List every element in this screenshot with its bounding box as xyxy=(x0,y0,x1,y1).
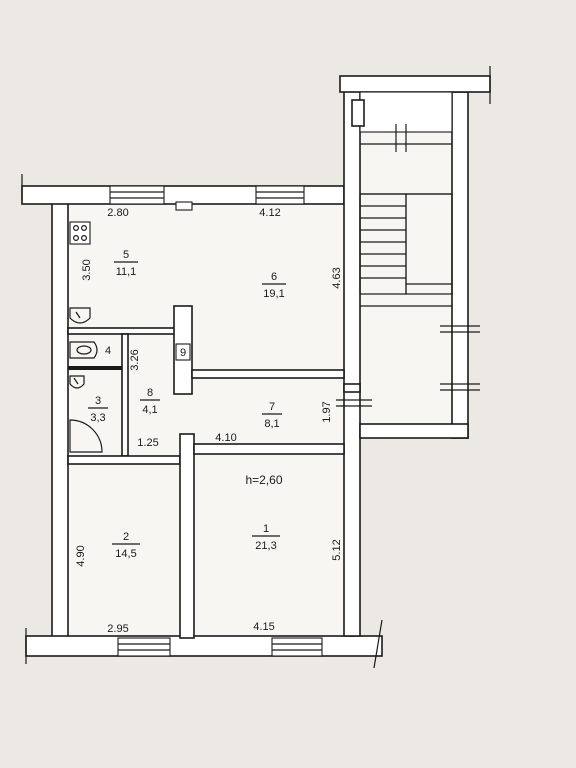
dim-bottom-left: 2.95 xyxy=(107,623,128,635)
door-swing xyxy=(69,419,103,453)
stair-wall-right xyxy=(451,91,469,439)
room-number: 5 xyxy=(123,249,129,261)
dim-top-right: 4.12 xyxy=(259,207,280,219)
outer-wall-bottom xyxy=(25,635,383,657)
wall-room2-top xyxy=(67,455,181,465)
window-top-left xyxy=(109,185,165,205)
wall-room1-top xyxy=(193,443,345,455)
dim-room8-width: 1.25 xyxy=(137,437,158,449)
room-2-label: 2 14,5 xyxy=(112,531,140,560)
apartment-floor xyxy=(68,204,345,640)
room-area: 21,3 xyxy=(255,540,276,552)
room-9-label: 9 xyxy=(175,343,191,361)
wall-bath-right xyxy=(121,333,129,457)
room-4-label: 4 xyxy=(105,345,111,357)
dim-room6-height: 4.63 xyxy=(331,267,343,288)
window-bottom-left xyxy=(117,637,171,657)
room-number: 2 xyxy=(123,531,129,543)
window-bottom-right xyxy=(271,637,323,657)
wall-room6-room7 xyxy=(191,369,345,379)
room-number: 1 xyxy=(263,523,269,535)
wall-room2-room1 xyxy=(179,433,195,639)
stair-pillar xyxy=(351,99,365,127)
entry-jamb xyxy=(343,383,361,393)
vent xyxy=(175,201,193,211)
dim-room8-height: 3.26 xyxy=(129,349,141,370)
room-6-label: 6 19,1 xyxy=(262,271,286,300)
dim-top-left: 2.80 xyxy=(107,207,128,219)
room-area: 8,1 xyxy=(264,418,279,430)
room-area: 14,5 xyxy=(115,548,136,560)
room-area: 3,3 xyxy=(90,412,105,424)
dim-room5-height: 3.50 xyxy=(81,259,93,280)
outer-wall-left xyxy=(51,199,69,647)
dim-corridor-width: 4.10 xyxy=(215,432,236,444)
room-5-label: 5 11,1 xyxy=(114,249,138,278)
ceiling-height: h=2,60 xyxy=(245,473,282,487)
room-8-label: 8 4,1 xyxy=(140,387,160,416)
room-number: 8 xyxy=(147,387,153,399)
wall-kitchen-bottom xyxy=(67,327,177,335)
window-top-right xyxy=(255,185,305,205)
stair-wall-top xyxy=(339,75,491,93)
dim-bottom-right: 4.15 xyxy=(253,621,274,633)
room-area: 11,1 xyxy=(116,266,137,278)
room-number: 9 xyxy=(180,347,186,359)
dim-room2-height: 4.90 xyxy=(75,545,87,566)
room-area: 19,1 xyxy=(263,288,284,300)
wall-wc-bath-solid xyxy=(68,366,122,370)
room-area: 4,1 xyxy=(142,404,157,416)
dim-room1-height: 5.12 xyxy=(331,539,343,560)
room-1-label: 1 21,3 xyxy=(252,523,280,552)
room-number: 7 xyxy=(269,401,275,413)
room-7-label: 7 8,1 xyxy=(262,401,282,430)
sink-icon xyxy=(69,375,85,389)
stair-wall-bottom xyxy=(359,423,469,439)
sink-icon xyxy=(69,307,91,324)
outer-wall-right xyxy=(343,79,361,637)
room-number: 4 xyxy=(105,345,111,357)
extension-line xyxy=(373,619,383,669)
dim-corridor-height: 1.97 xyxy=(321,401,333,422)
toilet-icon xyxy=(69,341,98,359)
room-3-label: 3 3,3 xyxy=(88,395,108,424)
room-number: 3 xyxy=(95,395,101,407)
stove-icon xyxy=(69,221,91,245)
room-number: 6 xyxy=(271,271,277,283)
